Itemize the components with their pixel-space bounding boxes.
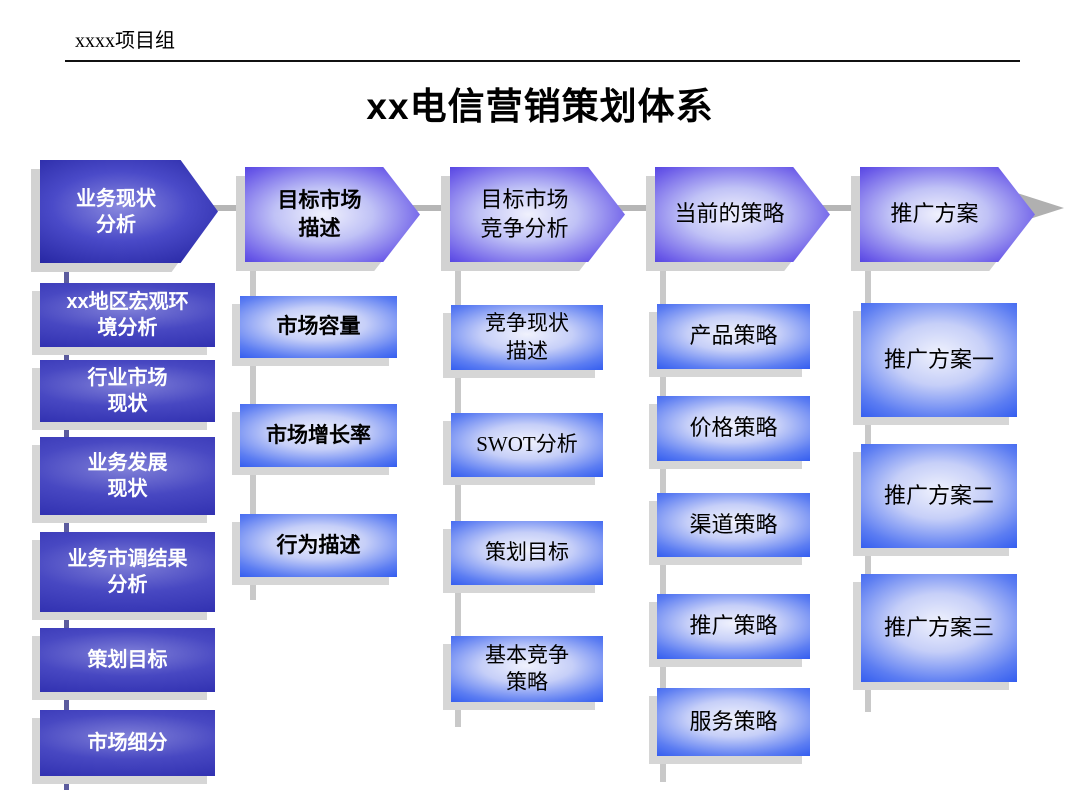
flow-box-label: SWOT分析 [476,432,578,457]
flow-box: 产品策略 [657,304,810,369]
flow-box: 市场容量 [240,296,397,358]
flow-box: 业务发展 现状 [40,437,215,515]
flow-box-label: 策划目标 [485,540,569,565]
stage-arrow-shape: 当前的策略 [655,167,830,262]
flow-box: 推广策略 [657,594,810,659]
flow-box: 推广方案一 [861,303,1017,417]
flow-box-label: 竞争现状 描述 [485,311,569,363]
flow-box-label: 产品策略 [689,323,778,349]
slide-title: xx电信营销策划体系 [366,86,714,127]
stage-arrow-shape: 业务现状 分析 [40,160,218,263]
stage-arrow-business-status: 业务现状 分析 [31,160,218,272]
flow-box: 市场增长率 [240,404,397,467]
flow-box: 行为描述 [240,514,397,577]
flow-box-label: 市场容量 [276,315,361,339]
flow-box-label: 策划目标 [87,649,168,671]
flow-box-label: 市场增长率 [266,423,371,447]
flow-box-label: 价格策略 [689,415,778,441]
flow-box-label: 行为描述 [276,533,361,557]
flow-box: SWOT分析 [451,413,603,477]
stage-label: 目标市场 描述 [277,189,362,240]
flow-box: 服务策略 [657,688,810,756]
stage-arrow-current-strategy: 当前的策略 [646,167,830,271]
flow-box: 行业市场 现状 [40,360,215,422]
stage-arrow-shape: 目标市场 描述 [245,167,420,262]
stage-label: 业务现状 分析 [76,187,156,236]
stage-arrow-shape: 推广方案 [860,167,1035,262]
stage-label: 推广方案 [890,201,979,227]
flow-box: 竞争现状 描述 [451,305,603,370]
header-rule [65,60,1020,62]
flow-box-label: 基本竞争 策略 [485,642,569,694]
connector-column-1 [64,250,69,790]
stage-label: 当前的策略 [674,201,785,227]
flow-box: 价格策略 [657,396,810,461]
flow-box: 基本竞争 策略 [451,636,603,702]
flow-box-label: 业务发展 现状 [87,452,168,500]
project-label: xxxx项目组 [75,30,175,52]
stage-arrow-shape: 目标市场 竞争分析 [450,167,625,262]
flow-box-label: 市场细分 [87,732,168,754]
flow-box-label: 渠道策略 [689,511,778,537]
flow-box: 推广方案三 [861,574,1017,682]
flow-box-label: 推广策略 [689,613,778,639]
stage-arrow-competition-analysis: 目标市场 竞争分析 [441,167,625,271]
flow-box-label: 业务市调结果 分析 [67,548,188,596]
flow-box-label: 推广方案三 [883,614,994,640]
stage-arrow-target-market-desc: 目标市场 描述 [236,167,420,271]
flow-box-label: 推广方案二 [883,482,994,508]
flow-box: 推广方案二 [861,444,1017,548]
connector-column-3 [455,255,461,727]
flow-box-label: 服务策略 [689,708,778,734]
flow-box: 策划目标 [40,628,215,692]
flow-box: 市场细分 [40,710,215,776]
flow-box: 业务市调结果 分析 [40,532,215,612]
stage-arrow-promotion-plan: 推广方案 [851,167,1035,271]
flow-box-label: 行业市场 现状 [87,367,168,415]
flow-box-label: xx地区宏观环 境分析 [66,291,189,339]
flow-box: xx地区宏观环 境分析 [40,283,215,347]
flow-box-label: 推广方案一 [883,346,994,372]
flow-box: 渠道策略 [657,493,810,557]
stage-label: 目标市场 竞争分析 [480,186,569,241]
flow-box: 策划目标 [451,521,603,585]
